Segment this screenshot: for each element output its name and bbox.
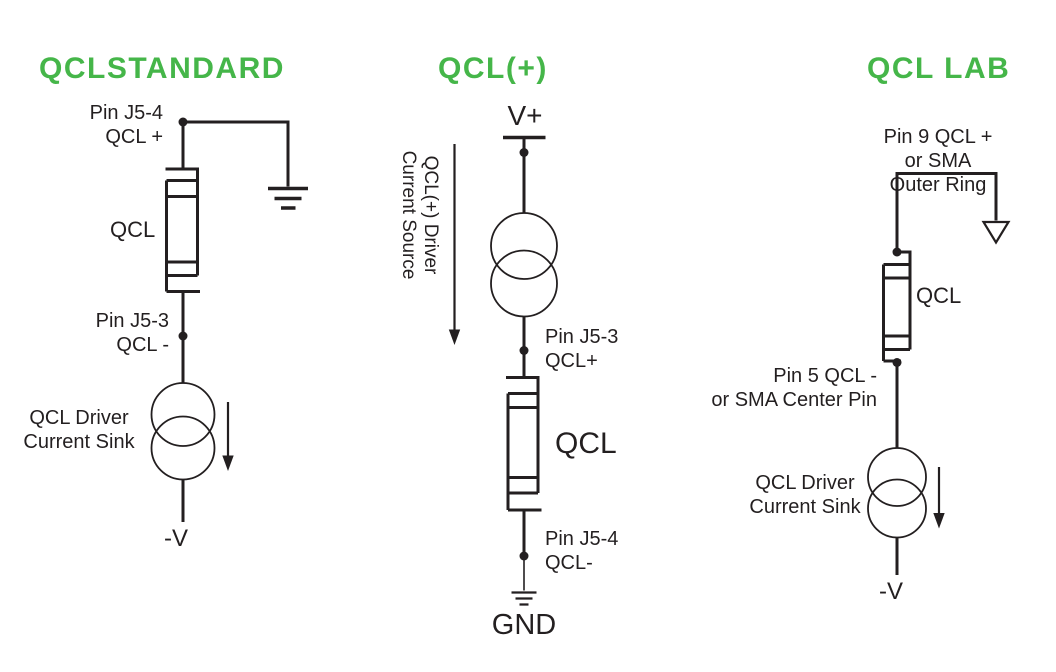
qcl-device-label: QCL — [555, 427, 617, 460]
diagram-title-qcl-plus: QCL(+) — [438, 52, 548, 85]
current-sink-symbol — [867, 447, 927, 539]
junction-dot — [178, 331, 188, 341]
junction-dot — [519, 346, 529, 355]
pin-label-top: Pin J5-4 QCL + — [89, 102, 163, 148]
qcl-device-symbol — [165, 167, 200, 293]
circuit-qcl-plus — [448, 135, 558, 606]
junction-dot — [519, 148, 529, 157]
current-sink-label: QCL Driver Current Sink — [23, 407, 135, 453]
down-arrow-icon — [222, 402, 234, 471]
current-sink-symbol — [150, 382, 216, 481]
down-arrow-icon — [933, 467, 945, 529]
pin-label-bottom: Pin J5-4 QCL- — [545, 528, 619, 574]
negative-supply-label: -V — [879, 578, 903, 605]
negative-supply-label: -V — [164, 525, 188, 552]
chassis-ground-triangle-icon — [981, 220, 1011, 245]
current-source-label: QCL(+) Driver Current Source — [398, 150, 441, 280]
diagram-title-qcl-standard: QCLSTANDARD — [39, 52, 285, 85]
wire — [181, 120, 290, 187]
pin-label-bottom: Pin 5 QCL - or SMA Center Pin — [711, 365, 877, 411]
qcl-device-label: QCL — [916, 283, 962, 308]
wire — [895, 172, 998, 252]
pin-label-bottom: Pin J5-3 QCL - — [95, 310, 169, 356]
positive-supply-label: V+ — [507, 100, 543, 131]
down-arrow-icon — [448, 144, 461, 345]
ground-label: GND — [491, 609, 557, 641]
qcl-device-label: QCL — [110, 217, 156, 242]
junction-dot — [178, 117, 188, 127]
current-source-symbol — [490, 212, 558, 318]
circuit-qcl-lab — [867, 172, 1011, 575]
current-sink-label: QCL Driver Current Sink — [749, 472, 861, 518]
earth-ground-icon — [268, 186, 308, 210]
circuit-qcl-standard — [150, 117, 308, 522]
pin-label-top: Pin J5-3 QCL+ — [545, 326, 619, 372]
qcl-device-symbol — [506, 376, 542, 512]
qcl-device-symbol — [882, 250, 912, 363]
diagram-title-qcl-lab: QCL LAB — [867, 52, 1011, 85]
pin-label-top: Pin 9 QCL + or SMA Outer Ring — [883, 126, 993, 196]
earth-ground-icon — [511, 591, 537, 606]
